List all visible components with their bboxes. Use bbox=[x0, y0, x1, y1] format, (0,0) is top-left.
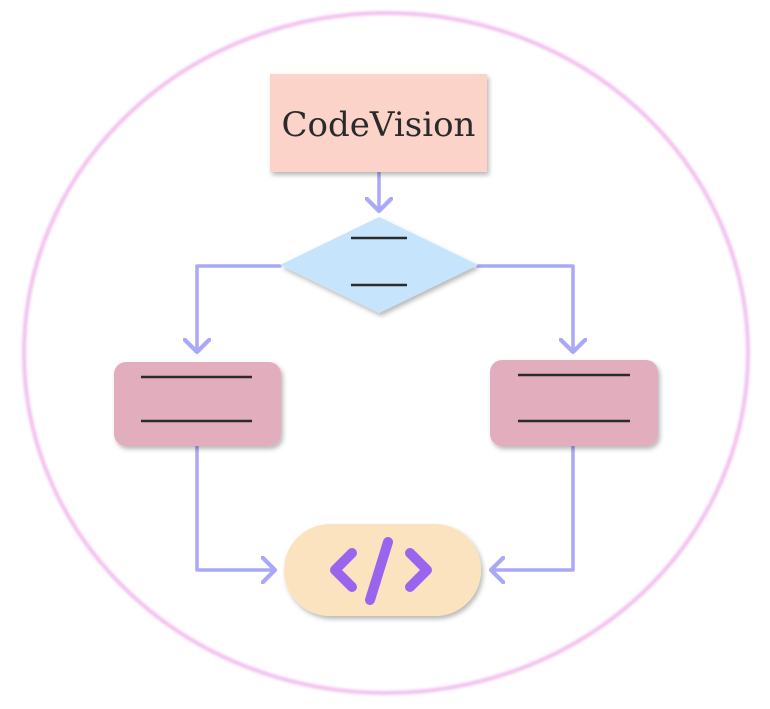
left-process-box bbox=[114, 362, 281, 446]
outer-ring bbox=[22, 11, 750, 695]
code-brackets-icon bbox=[330, 537, 432, 605]
decision-diamond bbox=[280, 217, 478, 313]
terminal-pill bbox=[284, 524, 481, 616]
arrow-right-process-to-terminal bbox=[491, 444, 575, 570]
arrow-decision-to-left-process bbox=[197, 264, 282, 352]
arrow-left-process-to-terminal bbox=[195, 444, 275, 570]
logo-title: CodeVision bbox=[282, 105, 476, 145]
right-process-box bbox=[490, 360, 658, 446]
flow-connectors bbox=[195, 170, 575, 570]
arrow-decision-to-right-process bbox=[476, 264, 573, 352]
title-box: CodeVision bbox=[270, 74, 487, 172]
